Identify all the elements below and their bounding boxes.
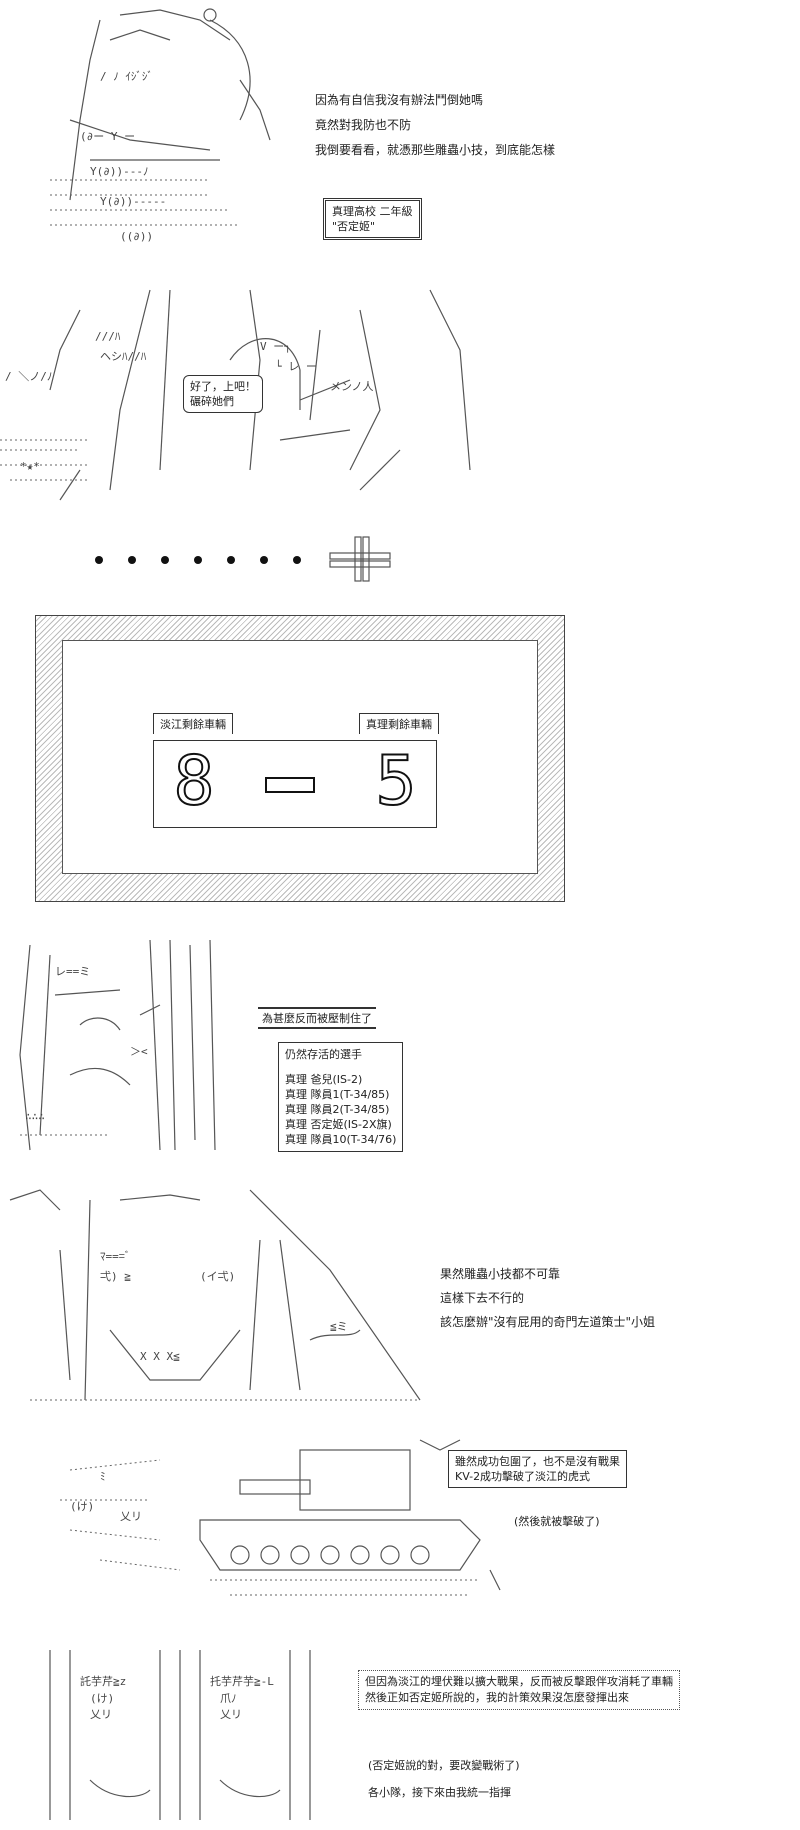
survivor-4: 真理 否定姬(IS-2X旗) — [285, 1118, 392, 1131]
panel-6-narration-2: 這樣下去不行的 — [440, 1291, 525, 1305]
speech-line-1: 好了，上吧！ — [190, 380, 256, 393]
survivor-1: 真理 爸兒(IS-2) — [285, 1073, 363, 1086]
ellipsis-dot-7 — [293, 556, 301, 564]
svg-text:(け): (け) — [70, 1500, 94, 1513]
panel-8: 託芋芹≧z (け) 乂リ 托芋芹芋≧-L 爪ﾉ 乂リ 但因為淡江的埋伏難以擴大戰… — [0, 1640, 800, 1830]
panel-6-narration-3: 該怎麼辦"沒有屁用的奇門左道策士"小姐 — [440, 1315, 656, 1329]
svg-text:託芋芹≧z: 託芋芹≧z — [80, 1674, 126, 1688]
svg-text:≦ミ: ≦ミ — [330, 1320, 348, 1333]
scoreboard-outer-frame — [35, 615, 565, 902]
svg-text:((∂)): ((∂)) — [120, 230, 153, 243]
survivor-2: 真理 隊員1(T-34/85) — [285, 1088, 390, 1101]
tank-result-line-1: 雖然成功包圍了，也不是沒有戰果 — [455, 1455, 620, 1468]
svg-text:(イ弌): (イ弌) — [200, 1270, 235, 1283]
ellipsis-dot-6 — [260, 556, 268, 564]
svg-text:ﾏ===ﾞ: ﾏ===ﾞ — [100, 1250, 130, 1263]
panel-5-ascii-art: レ==ミ ＞< ∴∴∴ — [19, 939, 216, 1151]
svg-text:ヘシﾊ//ﾊ: ヘシﾊ//ﾊ — [100, 350, 147, 363]
svg-text:///ﾊ: ///ﾊ — [95, 330, 121, 343]
svg-text:X X X≦: X X X≦ — [140, 1350, 180, 1363]
panel-6: ﾏ===ﾞ 弌) ≧ (イ弌) X X X≦ ≦ミ 果然雕蟲小技都不可靠 這樣下… — [0, 1180, 800, 1410]
svg-text:*★*: *★* — [20, 460, 40, 473]
panel-6-narration-1: 果然雕蟲小技都不可靠 — [440, 1267, 561, 1281]
strategy-line-2: 然後正如否定姬所說的，我的計策效果沒怎麼發揮出來 — [365, 1691, 629, 1704]
svg-text:爪ﾉ: 爪ﾉ — [220, 1692, 237, 1705]
tank-result-box: 雖然成功包圍了，也不是沒有戰果 KV-2成功擊破了淡江的虎式 — [448, 1450, 627, 1488]
score-dash — [265, 777, 315, 793]
strategy-line-1: 但因為淡江的埋伏難以擴大戰果，反而被反擊跟伴攻消耗了車輛 — [365, 1675, 673, 1688]
svg-text:V ー┐: V ー┐ — [260, 340, 291, 353]
svg-text:乂リ: 乂リ — [220, 1708, 242, 1721]
tank-aside: (然後就被擊破了) — [514, 1515, 600, 1528]
panel-1-narration-1: 因為有自信我沒有辦法鬥倒她嗎 — [315, 93, 484, 107]
panel-1-narration-2: 竟然對我防也不防 — [315, 118, 412, 132]
ellipsis-dot-4 — [194, 556, 202, 564]
survivors-title: 仍然存活的選手 — [285, 1048, 362, 1061]
ellipsis-dot-1 — [95, 556, 103, 564]
command-line: 各小隊，接下來由我統一指揮 — [368, 1786, 511, 1799]
strategy-aside: (否定姬說的對，要改變戰術了) — [368, 1759, 520, 1772]
svg-text:乂リ: 乂リ — [90, 1708, 112, 1721]
panel-5: レ==ミ ＞< ∴∴∴ 為甚麼反而被壓制住了 仍然存活的選手 真理 爸兒(IS-… — [0, 935, 800, 1160]
panel-7-ascii-art: ﾐ (け) 乂リ — [60, 1439, 501, 1596]
svg-text:/ ＼ノ/ﾉ: / ＼ノ/ﾉ — [5, 370, 52, 383]
panel-2-ascii-art: ///ﾊ ヘシﾊ//ﾊ V ー┐ └ レ ー メンノ人 / ＼ノ/ﾉ *★* — [0, 289, 471, 501]
character-caption-line-1: 真理高校 二年級 — [332, 205, 413, 218]
panel-1-ascii-art: / ﾉ ｲｼﾞｼﾞ (∂ー Y ー Y(∂))---ﾉ Y(∂))----- (… — [50, 8, 271, 243]
tank-barrel — [239, 1479, 311, 1495]
svg-text:(け): (け) — [90, 1692, 114, 1705]
panel-4: 淡江剩餘車輛 真理剩餘車輛 8 5 — [0, 615, 800, 905]
cross-symbol-icon — [329, 536, 391, 582]
panel-7: ﾐ (け) 乂リ 雖然成功包圍了，也不是沒有戰果 KV-2成功擊破了淡江的虎式 … — [0, 1430, 800, 1620]
score-frame — [153, 740, 437, 828]
scoreboard-inner-area — [62, 640, 538, 874]
svg-text:弌) ≧: 弌) ≧ — [100, 1270, 131, 1283]
ellipsis-dot-5 — [227, 556, 235, 564]
speech-line-2: 碾碎她們 — [190, 395, 234, 408]
ellipsis-dot-2 — [128, 556, 136, 564]
left-score: 8 — [173, 742, 216, 821]
strategy-box: 但因為淡江的埋伏難以擴大戰果，反而被反擊跟伴攻消耗了車輛 然後正如否定姬所說的，… — [358, 1670, 680, 1710]
svg-text:Y(∂))-----: Y(∂))----- — [100, 195, 166, 208]
panel-8-ascii-art: 託芋芹≧z (け) 乂リ 托芋芹芋≧-L 爪ﾉ 乂リ — [49, 1650, 311, 1820]
tank-result-line-2: KV-2成功擊破了淡江的虎式 — [455, 1470, 591, 1483]
shout-text: 為甚麼反而被壓制住了 — [258, 1007, 376, 1029]
survivor-5: 真理 隊員10(T-34/76) — [285, 1133, 397, 1146]
svg-text:└ レ ー: └ レ ー — [275, 359, 317, 373]
panel-1-narration-3: 我倒要看看，就憑那些雕蟲小技，到底能怎樣 — [315, 143, 556, 157]
right-team-label: 真理剩餘車輛 — [359, 713, 439, 734]
tank-turret — [299, 1449, 411, 1511]
panel-3 — [0, 530, 800, 590]
character-caption-line-2: "否定姬" — [332, 220, 376, 233]
svg-text:∴∴∴: ∴∴∴ — [25, 1110, 45, 1123]
panel-2: ///ﾊ ヘシﾊ//ﾊ V ー┐ └ レ ー メンノ人 / ＼ノ/ﾉ *★* 好… — [0, 270, 800, 510]
panel-1: / ﾉ ｲｼﾞｼﾞ (∂ー Y ー Y(∂))---ﾉ Y(∂))----- (… — [0, 0, 800, 250]
survivors-box: 仍然存活的選手 真理 爸兒(IS-2) 真理 隊員1(T-34/85) 真理 隊… — [278, 1042, 404, 1152]
svg-text:ﾐ: ﾐ — [100, 1470, 106, 1483]
svg-text:レ==ミ: レ==ミ — [55, 965, 90, 978]
svg-text:(∂ー Y ー: (∂ー Y ー — [80, 130, 135, 143]
right-score: 5 — [375, 742, 418, 821]
character-caption: 真理高校 二年級 "否定姬" — [323, 198, 422, 240]
svg-text:メンノ人: メンノ人 — [330, 380, 373, 393]
svg-text:乂リ: 乂リ — [120, 1510, 142, 1523]
panel-6-ascii-art: ﾏ===ﾞ 弌) ≧ (イ弌) X X X≦ ≦ミ — [9, 1189, 421, 1401]
speech-bubble: 好了，上吧！ 碾碎她們 — [183, 375, 263, 413]
svg-text:托芋芹芋≧-L: 托芋芹芋≧-L — [210, 1674, 274, 1688]
svg-text:＞<: ＞< — [130, 1045, 148, 1058]
ellipsis-dot-3 — [161, 556, 169, 564]
left-team-label: 淡江剩餘車輛 — [153, 713, 233, 734]
survivor-3: 真理 隊員2(T-34/85) — [285, 1103, 390, 1116]
svg-text:Y(∂))---ﾉ: Y(∂))---ﾉ — [90, 165, 148, 178]
svg-text:/ ﾉ ｲｼﾞｼﾞ: / ﾉ ｲｼﾞｼﾞ — [100, 70, 153, 83]
